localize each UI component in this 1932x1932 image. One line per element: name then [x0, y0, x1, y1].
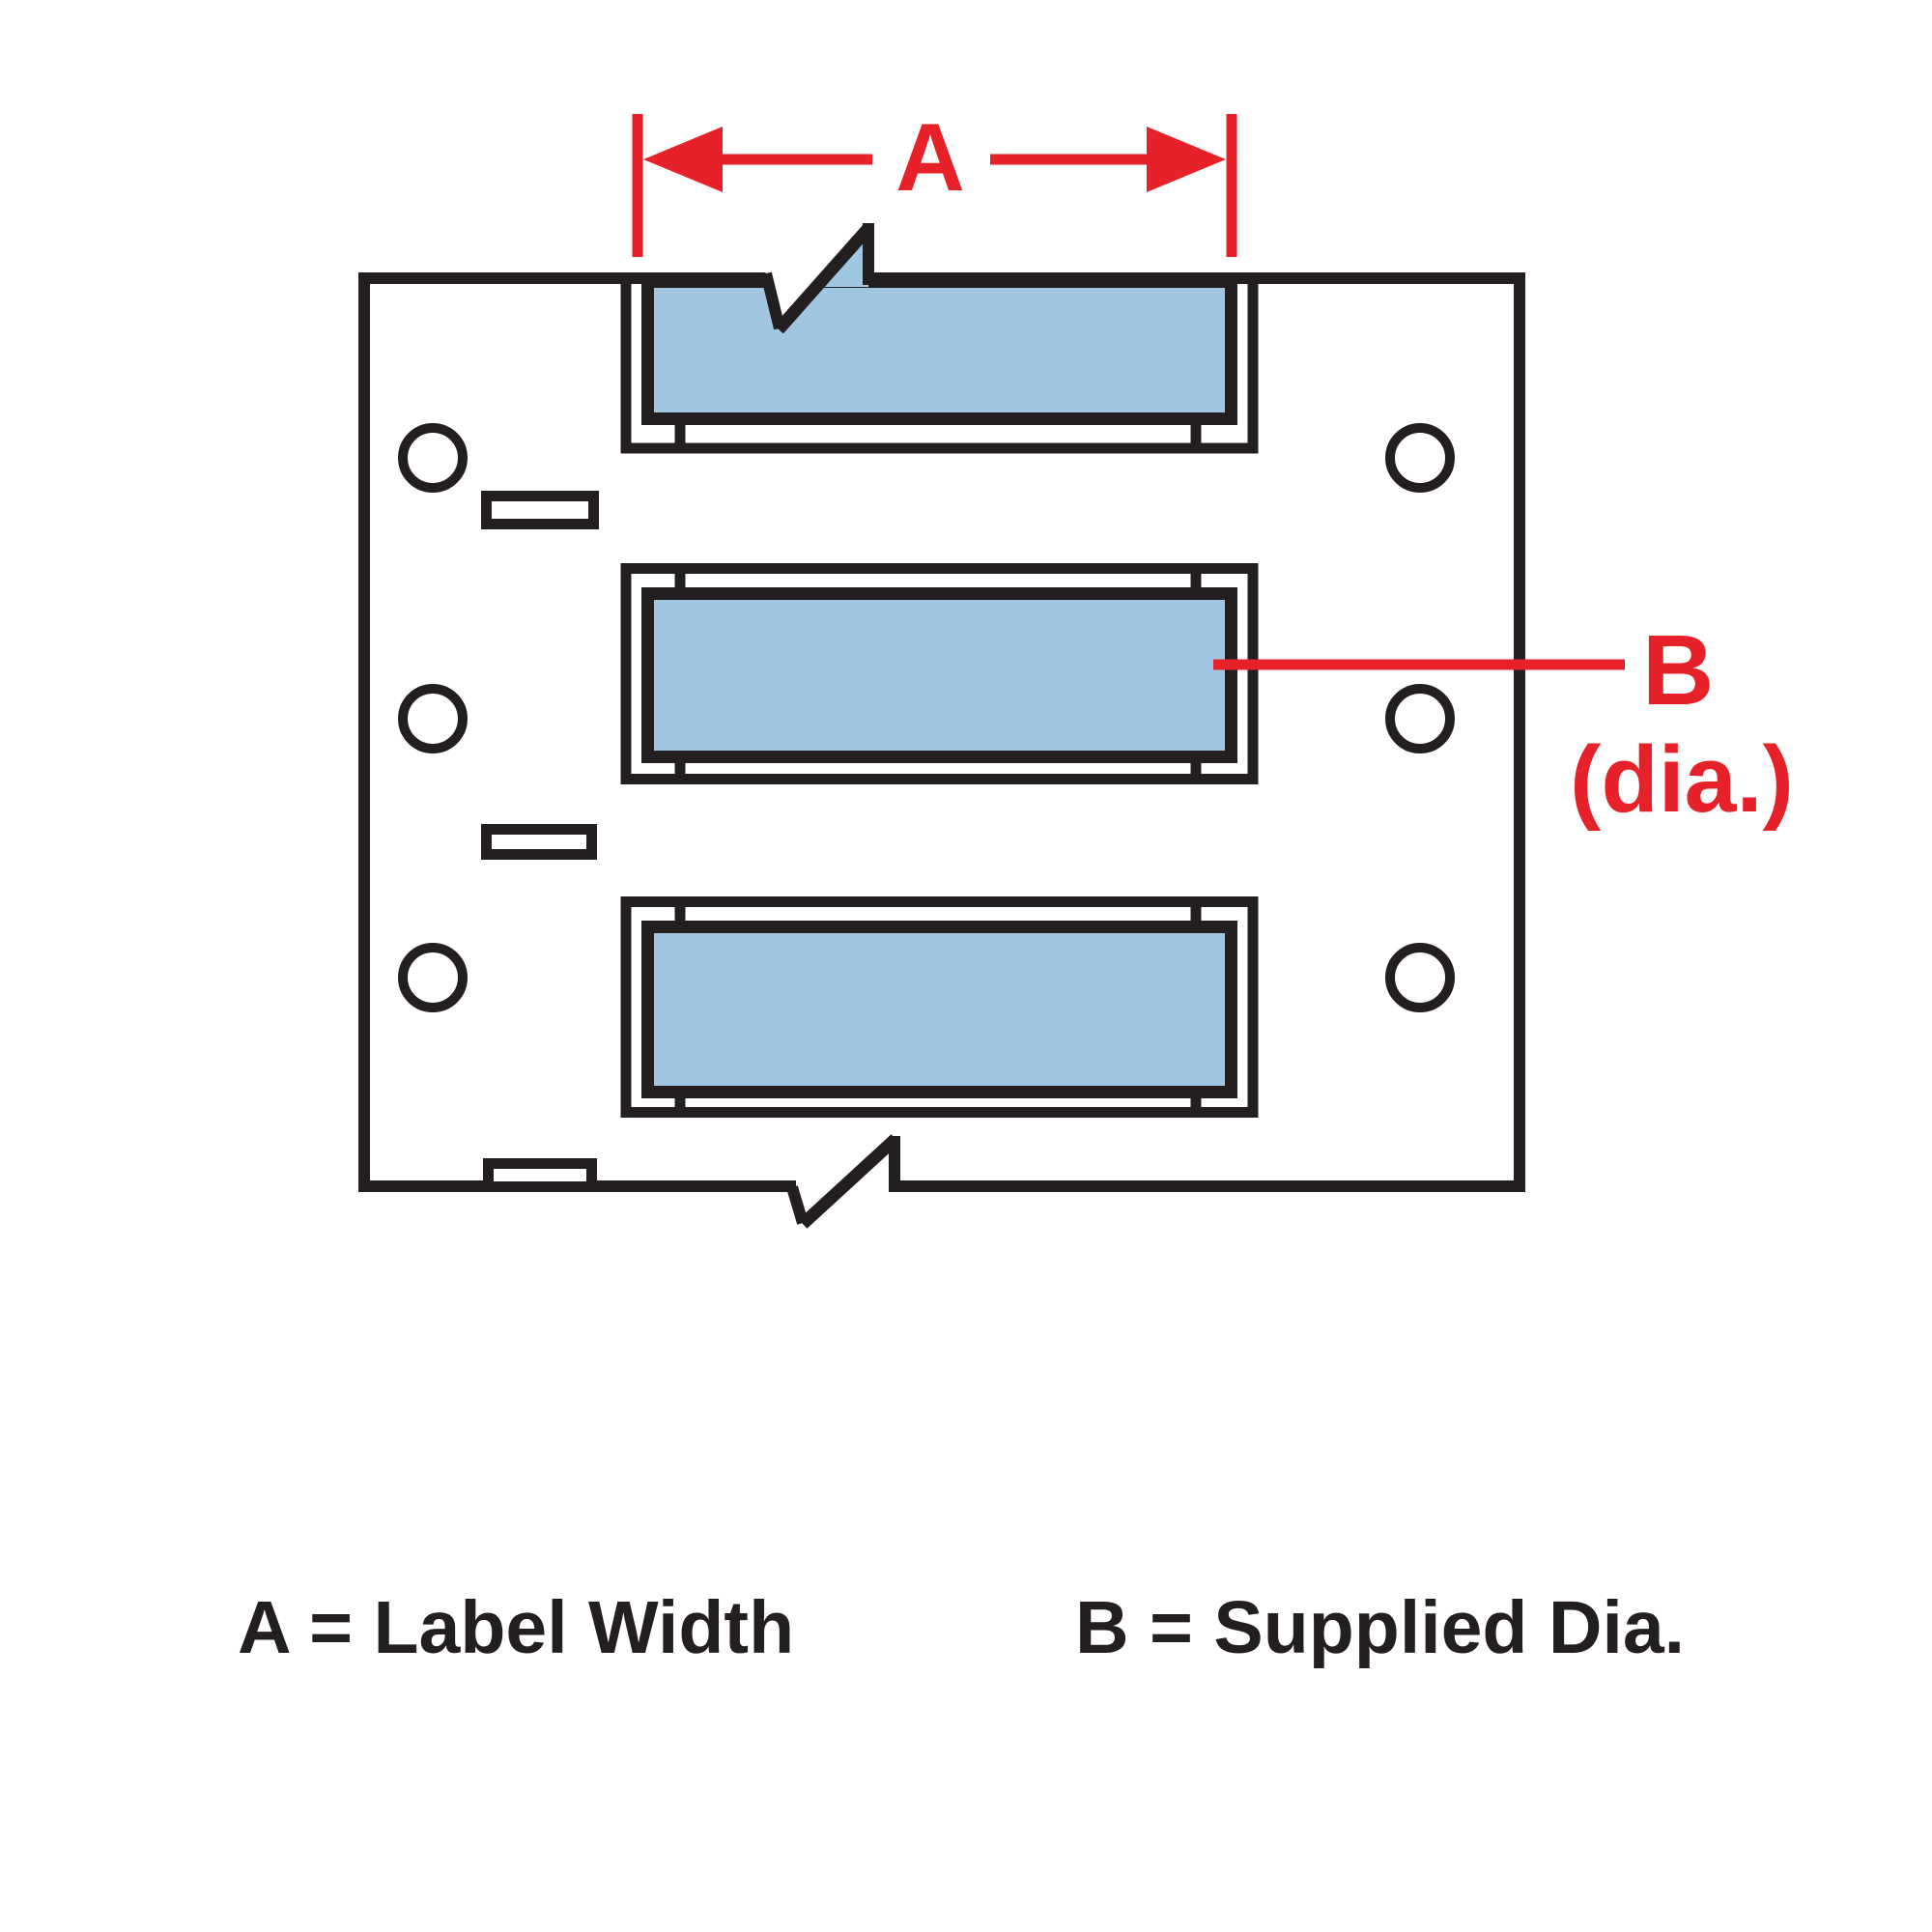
dimension-label-b-dia: (dia.)	[1570, 726, 1794, 832]
break-mark-top	[760, 214, 874, 334]
feed-hole	[398, 423, 468, 493]
sleeve-row-3	[620, 896, 1259, 1118]
arrowhead-right-icon	[1147, 127, 1226, 192]
dimension-label-b: B	[1642, 614, 1715, 725]
sleeve-3-body	[641, 921, 1237, 1098]
carrier-slot	[481, 491, 599, 529]
sleeve-row-2	[620, 563, 1259, 784]
arrowhead-left-icon	[643, 127, 723, 192]
carrier-slot	[483, 1158, 597, 1192]
break-top-left-edge	[760, 271, 785, 330]
legend-a-definition: A = Label Width	[238, 1586, 795, 1669]
dimension-a-arrow	[632, 114, 1237, 257]
sleeve-1-body	[641, 275, 1237, 425]
sleeve-3-perforation-outline	[620, 896, 1259, 1118]
break-bottom-left-edge	[786, 1185, 809, 1225]
feed-hole	[1385, 684, 1455, 753]
sleeve-2-perforation-outline	[620, 563, 1259, 784]
break-bottom-diagonal	[798, 1134, 900, 1229]
feed-hole	[1385, 943, 1455, 1012]
legend-b-definition: B = Supplied Dia.	[1075, 1586, 1686, 1669]
feed-holes	[398, 423, 1455, 1012]
break-top-diagonal	[774, 222, 874, 334]
carrier-slots	[481, 491, 599, 1192]
dimension-label-a: A	[895, 103, 965, 211]
feed-hole	[398, 943, 468, 1012]
sleeve-2-body	[641, 587, 1237, 763]
carrier-slot	[481, 824, 597, 860]
sleeve-1-perforation-outline	[620, 274, 1259, 454]
sleeve-row-1	[620, 274, 1259, 454]
break-mark-bottom	[786, 1134, 900, 1229]
feed-hole	[1385, 423, 1455, 493]
feed-hole	[398, 684, 468, 753]
